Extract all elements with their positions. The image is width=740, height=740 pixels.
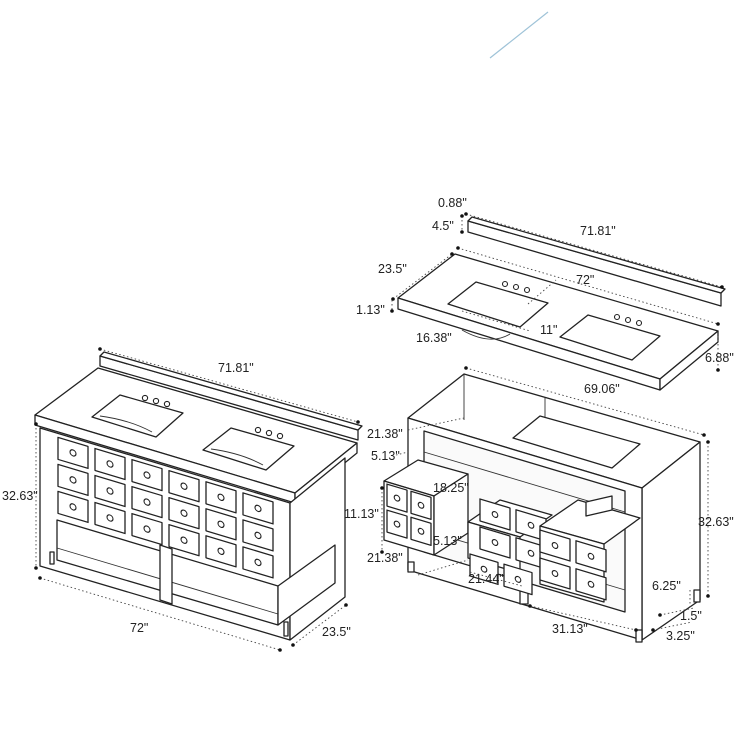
label-top-width: 72" [576,273,594,287]
label-top-thickness: 1.13" [356,303,385,317]
right-drawer-stack-left [383,459,469,556]
right-inner-panel [512,415,641,469]
left-leg-notch-1 [49,551,55,565]
right-sink-2 [559,314,661,361]
left-dim-dots [34,347,360,652]
left-width-dim-line [39,577,281,651]
right-sink-1-bowl [461,329,511,340]
right-backsplash-top [467,216,726,294]
right-leg-notch-3 [693,589,701,603]
left-middle-leg [159,544,173,605]
left-backsplash-dim-line [99,348,359,423]
label-drawer-stack-height: 11.13" [344,507,379,521]
label-left-depth: 23.5" [322,625,351,639]
right-leg-notch-2 [635,629,643,643]
label-right-height: 32.63" [698,515,734,529]
left-sink-2-basin [210,448,264,466]
left-sink-2 [202,427,295,471]
right-sink-1 [447,281,549,328]
left-leg-notch-2 [283,621,289,637]
label-left-height: 32.63" [2,489,38,503]
label-leg-depth: 3.25" [666,629,695,643]
label-shelf-height: 6.25" [652,579,681,593]
left-faucet-holes [141,394,284,440]
label-backsplash-thickness: 0.88" [438,196,467,210]
right-dim-dots [380,212,724,632]
left-drawers [57,436,274,579]
label-sink-width: 11" [540,323,557,337]
label-open-section-width: 21.44" [468,572,504,586]
label-top-depth: 23.5" [378,262,407,276]
label-left-width: 72" [130,621,148,635]
left-backsplash-top [99,351,363,431]
label-drawer-front-height: 5.13" [371,449,400,463]
label-drawer-depth-upper: 21.38" [367,427,403,441]
left-sink-1 [91,394,184,438]
dimension-labels: 71.81" 32.63" 72" 23.5" 0.88" 4.5" 71.81… [2,196,734,643]
label-small-drawer-height: 5.13" [433,534,462,548]
right-leg-notch-1 [407,561,415,573]
label-backsplash-height: 4.5" [432,219,454,233]
left-sink-1-basin [99,415,153,433]
decorative-stroke [489,11,549,59]
label-sink-length: 16.38" [416,331,452,345]
right-dim-lines [381,213,723,631]
right-faucet-holes [501,280,643,327]
label-drawer-width: 18.25" [433,481,469,495]
left-vanity [34,347,363,652]
left-side-shelf [277,544,336,626]
label-drawer-depth-lower: 21.38" [367,551,403,565]
label-leg-width: 1.5" [680,609,702,623]
label-base-width: 31.13" [552,622,588,636]
label-cabinet-inner-width: 69.06" [584,382,620,396]
left-depth-dim-line [292,604,347,646]
right-countertop-side [659,330,719,391]
right-drawer-slide [585,495,613,517]
right-vanity [380,212,726,643]
label-left-backsplash-length: 71.81" [218,361,254,375]
label-sink-depth: 6.88" [705,351,734,365]
right-drawer-stack-middle [467,498,553,596]
right-drawer-stack-right [539,499,641,603]
label-backsplash-length: 71.81" [580,224,616,238]
